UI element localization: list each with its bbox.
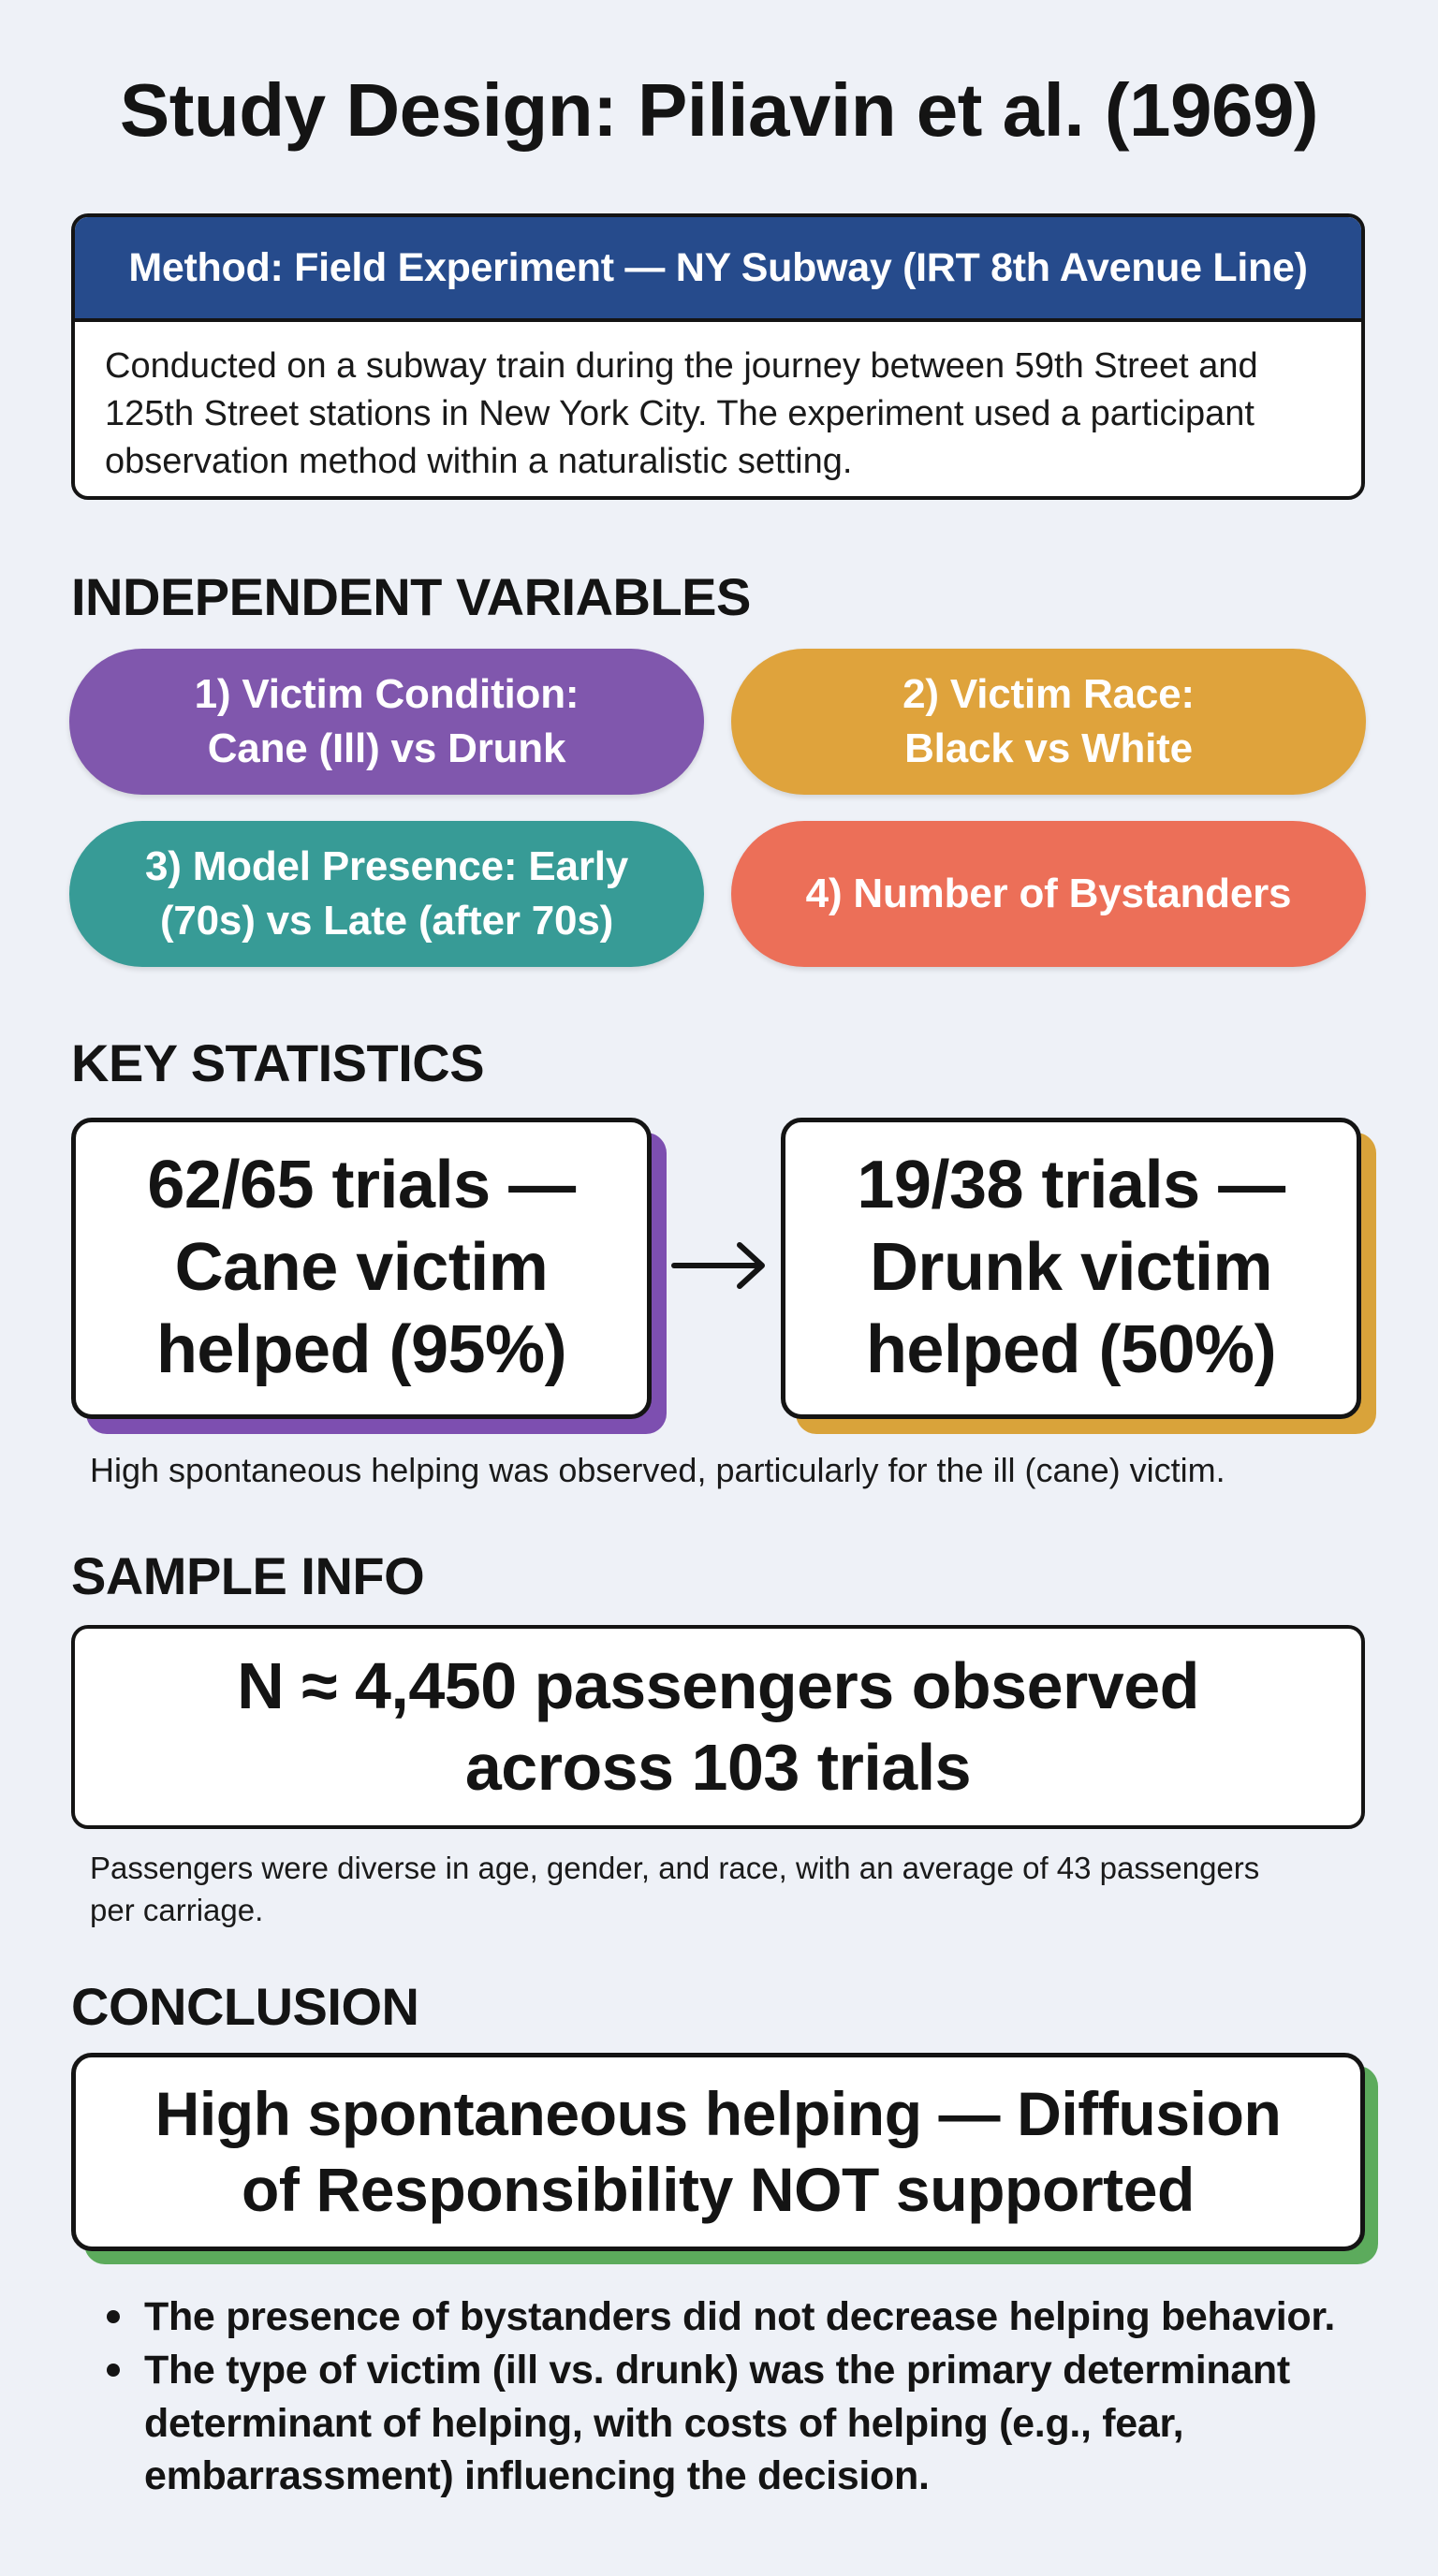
iv-victim-condition-line1: 1) Victim Condition: <box>194 670 580 717</box>
iv-victim-race-line1: 2) Victim Race: <box>902 670 1195 717</box>
bullet-dot-icon <box>107 2363 120 2377</box>
iv-model-presence-line1: 3) Model Presence: Early <box>144 842 629 889</box>
cane-stat-line2: Cane victim <box>174 1230 549 1306</box>
conclusion-line2: of Responsibility NOT supported <box>242 2155 1195 2224</box>
conclusion-bullet: The type of victim (ill vs. drunk) was t… <box>103 2344 1395 2503</box>
iv-model-presence-pill: 3) Model Presence: Early (70s) vs Late (… <box>69 821 704 967</box>
conclusion-bullet-2-line3: embarrassment) influencing the decision. <box>144 2453 930 2499</box>
drunk-stat-line3: helped (50%) <box>865 1311 1277 1387</box>
drunk-victim-stat-card: 19/38 trials — Drunk victim helped (50%) <box>781 1118 1361 1419</box>
drunk-stat-line1: 19/38 trials — <box>857 1148 1285 1223</box>
iv-number-of-bystanders-line1: 4) Number of Bystanders <box>805 870 1292 916</box>
conclusion-bullet-list: The presence of bystanders did not decre… <box>103 2291 1395 2503</box>
cane-victim-stat-card: 62/65 trials — Cane victim helped (95%) <box>71 1118 652 1419</box>
sample-info-note: Passengers were diverse in age, gender, … <box>90 1848 1259 1931</box>
iv-victim-condition-line2: Cane (Ill) vs Drunk <box>207 725 566 771</box>
conclusion-bullet: The presence of bystanders did not decre… <box>103 2291 1395 2344</box>
key-statistics-note: High spontaneous helping was observed, p… <box>90 1451 1225 1489</box>
sample-info-note-line2: per carriage. <box>90 1892 264 1927</box>
right-arrow-icon <box>671 1242 765 1289</box>
sample-info-line1: N ≈ 4,450 passengers observed <box>237 1648 1199 1722</box>
iv-number-of-bystanders-pill: 4) Number of Bystanders <box>731 821 1366 967</box>
method-description: Conducted on a subway train during the j… <box>105 346 1258 481</box>
drunk-stat-line2: Drunk victim <box>869 1230 1273 1306</box>
iv-victim-race-pill: 2) Victim Race: Black vs White <box>731 649 1366 795</box>
method-header: Method: Field Experiment — NY Subway (IR… <box>75 217 1361 322</box>
sample-info-line2: across 103 trials <box>464 1731 972 1804</box>
conclusion-heading: CONCLUSION <box>71 1977 419 2036</box>
conclusion-box: High spontaneous helping — Diffusion of … <box>71 2053 1365 2251</box>
sample-info-note-line1: Passengers were diverse in age, gender, … <box>90 1851 1260 1885</box>
sample-info-heading: SAMPLE INFO <box>71 1546 425 1605</box>
iv-victim-race-line2: Black vs White <box>904 725 1193 771</box>
cane-stat-line1: 62/65 trials — <box>147 1148 576 1223</box>
sample-info-box: N ≈ 4,450 passengers observed across 103… <box>71 1625 1365 1829</box>
conclusion-bullet-2-line2: determinant of helping, with costs of he… <box>144 2400 1184 2446</box>
iv-model-presence-line2: (70s) vs Late (after 70s) <box>159 898 614 944</box>
conclusion-bullet-1-line1: The presence of bystanders did not decre… <box>144 2294 1336 2339</box>
key-statistics-heading: KEY STATISTICS <box>71 1033 485 1092</box>
conclusion-bullet-2-line1: The type of victim (ill vs. drunk) was t… <box>144 2347 1290 2393</box>
page-title: Study Design: Piliavin et al. (1969) <box>119 68 1319 152</box>
independent-variables-heading: INDEPENDENT VARIABLES <box>71 567 751 626</box>
conclusion-line1: High spontaneous helping — Diffusion <box>154 2079 1282 2149</box>
bullet-dot-icon <box>107 2310 120 2323</box>
iv-victim-condition-pill: 1) Victim Condition: Cane (Ill) vs Drunk <box>69 649 704 795</box>
method-box: Method: Field Experiment — NY Subway (IR… <box>71 213 1365 500</box>
cane-stat-line3: helped (95%) <box>155 1311 567 1387</box>
